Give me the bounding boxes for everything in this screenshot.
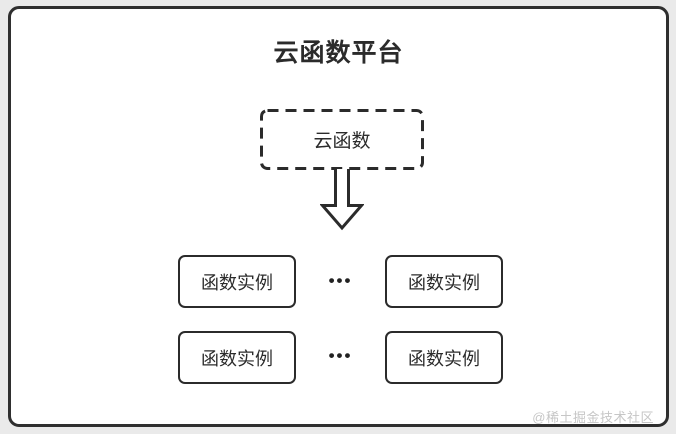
dashed-border-icon [260, 109, 424, 170]
diagram-title: 云函数平台 [273, 39, 404, 67]
function-instance-node: 函数实例 [178, 331, 296, 384]
function-instance-label: 函数实例 [201, 348, 273, 369]
function-instance-label: 函数实例 [408, 272, 480, 293]
cloud-platform-panel: 云函数平台 云函数 函数实例 ••• 函数实例 函数实例 ••• 函数实例 @稀… [8, 6, 669, 427]
function-instance-node: 函数实例 [178, 255, 296, 308]
cloud-function-node: 云函数 [260, 109, 424, 170]
ellipsis-row1: ••• [328, 271, 353, 290]
watermark: @稀土掘金技术社区 [532, 410, 654, 425]
function-instance-label: 函数实例 [201, 272, 273, 293]
function-instance-node: 函数实例 [385, 255, 503, 308]
down-arrow-icon [320, 169, 364, 231]
function-instance-node: 函数实例 [385, 331, 503, 384]
cloud-function-label: 云函数 [313, 131, 371, 152]
ellipsis-row2: ••• [328, 346, 353, 365]
function-instance-label: 函数实例 [408, 348, 480, 369]
